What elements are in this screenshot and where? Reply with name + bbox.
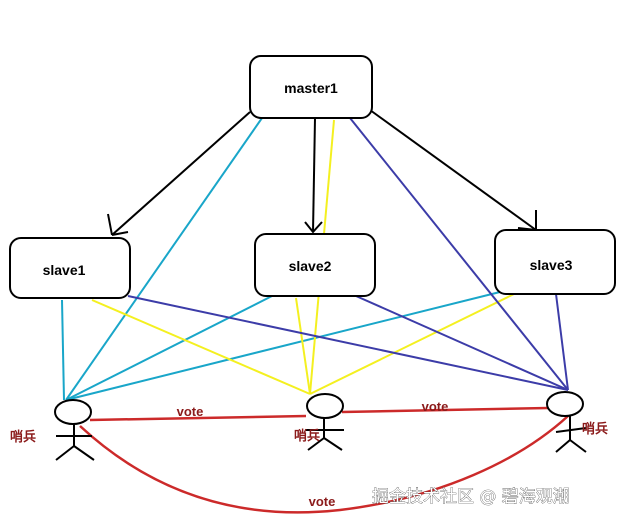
link-s1-slave2: [65, 295, 273, 401]
link-s2-slave3: [309, 293, 515, 395]
sentinel-3-label: 哨兵: [582, 421, 608, 437]
arrowhead-slave2: [304, 221, 323, 234]
slave2-node: slave2: [254, 233, 376, 297]
watermark: 掘金技术社区 @ 碧海观潮: [372, 487, 570, 507]
link-master-slave3: [369, 109, 537, 231]
sentinel-2: [306, 393, 344, 451]
sentinel-2-head-icon: [306, 393, 344, 419]
vote-label-s2-s3: vote: [422, 399, 449, 414]
slave1-label: slave1: [43, 262, 86, 278]
slave2-box: [254, 233, 376, 297]
link-s3-master: [349, 117, 569, 391]
vote-link-s2-s3: [341, 406, 549, 414]
sentinel-links: [61, 117, 569, 401]
link-master-slave2: [312, 117, 316, 233]
slave3-label: slave3: [530, 257, 573, 273]
master-node: master1: [249, 55, 373, 119]
vote-label-s1-s3: vote: [309, 494, 336, 509]
vote-label-s1-s2: vote: [177, 404, 204, 419]
link-s2-slave1: [91, 299, 311, 395]
master-box: [249, 55, 373, 119]
sentinel-1-head-icon: [54, 399, 92, 425]
sentinel-1-body-icon: [55, 424, 95, 461]
link-s1-slave3: [65, 291, 501, 401]
sentinel-3-body-icon: [555, 416, 587, 453]
link-s2-slave2: [295, 297, 311, 395]
link-s3-slave1: [127, 295, 569, 391]
sentinel-1-label: 哨兵: [10, 429, 36, 445]
link-s1-slave1: [61, 299, 65, 401]
sentinel-1: [54, 399, 95, 461]
vote-links: [79, 406, 569, 514]
sentinel-2-body-icon: [306, 418, 344, 451]
sentinel-3: [546, 391, 587, 453]
link-s3-slave3: [555, 293, 569, 391]
master-label: master1: [284, 80, 338, 96]
slave1-node: slave1: [9, 237, 131, 299]
slave3-box: [494, 229, 616, 295]
slave2-label: slave2: [289, 258, 332, 274]
link-s1-master: [65, 117, 263, 401]
vote-link-s1-s2: [89, 414, 307, 422]
slave3-node: slave3: [494, 229, 616, 295]
vote-link-s1-s3: [79, 415, 569, 514]
arrowhead-slave1: [107, 213, 129, 236]
link-master-slave1: [111, 111, 251, 236]
replication-links: [107, 109, 537, 236]
sentinel-3-head-icon: [546, 391, 584, 417]
link-s3-slave2: [355, 295, 569, 391]
slave1-box: [9, 237, 131, 299]
sentinel-2-label: 哨兵: [294, 428, 320, 444]
